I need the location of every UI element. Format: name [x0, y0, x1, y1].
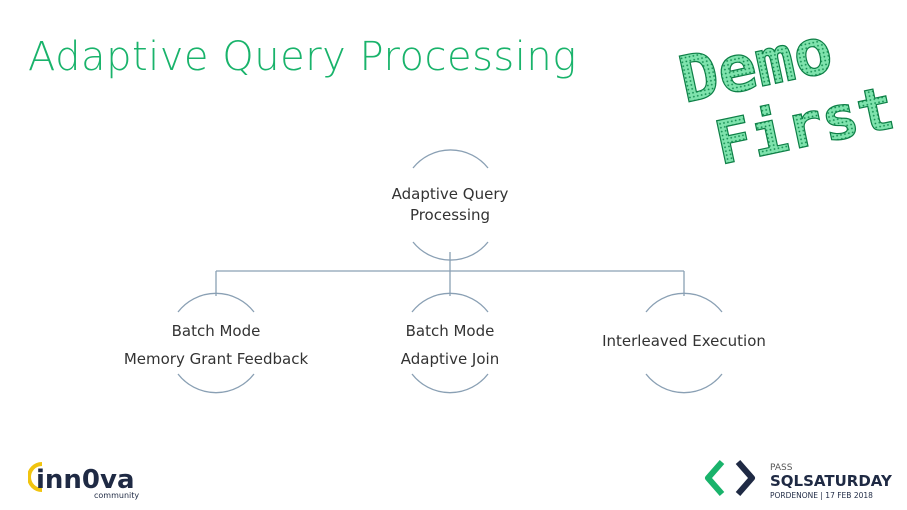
child-1-top-arc: [177, 292, 255, 313]
child-2-line1: Batch Mode: [405, 322, 495, 340]
child-node-2: Batch Mode Adaptive Join: [360, 317, 540, 373]
root-line2: Processing: [409, 206, 491, 224]
child-node-1: Batch Mode Memory Grant Feedback: [106, 317, 326, 373]
child-3-bottom-arc: [645, 373, 723, 394]
sqlsaturday-logo: PASS SQLSATURDAY PORDENONE | 17 FEB 2018: [702, 458, 898, 506]
child-2-line2: Adaptive Join: [400, 350, 500, 368]
slide-title: Adaptive Query Processing: [28, 34, 577, 80]
sqlsaturday-event: PORDENONE | 17 FEB 2018: [770, 491, 873, 500]
child-2-bottom-arc: [411, 373, 489, 394]
child-2-top-arc: [411, 292, 489, 313]
child-1-bottom-arc: [177, 373, 255, 394]
child-1-line1: Batch Mode: [171, 322, 261, 340]
root-node-top-arc: [412, 149, 489, 169]
innova-logo: inn0va community: [27, 458, 148, 506]
pass-label: PASS: [770, 463, 793, 473]
innova-logo-sub: community: [94, 491, 139, 500]
child-3-line1: Interleaved Execution: [602, 332, 766, 350]
innova-swoosh-icon: [27, 462, 43, 492]
child-3-top-arc: [645, 292, 723, 313]
chevron-left-icon: [705, 460, 725, 496]
root-node-label: Adaptive Query Processing: [360, 184, 540, 226]
child-node-3: Interleaved Execution: [584, 331, 784, 352]
root-line1: Adaptive Query: [391, 185, 509, 203]
child-1-line2: Memory Grant Feedback: [123, 350, 309, 368]
chevron-right-icon: [735, 460, 755, 496]
innova-logo-name: inn0va: [36, 465, 135, 495]
demo-first-stamp: Demo First!: [672, 0, 907, 198]
sqlsaturday-name: SQLSATURDAY: [770, 472, 893, 490]
